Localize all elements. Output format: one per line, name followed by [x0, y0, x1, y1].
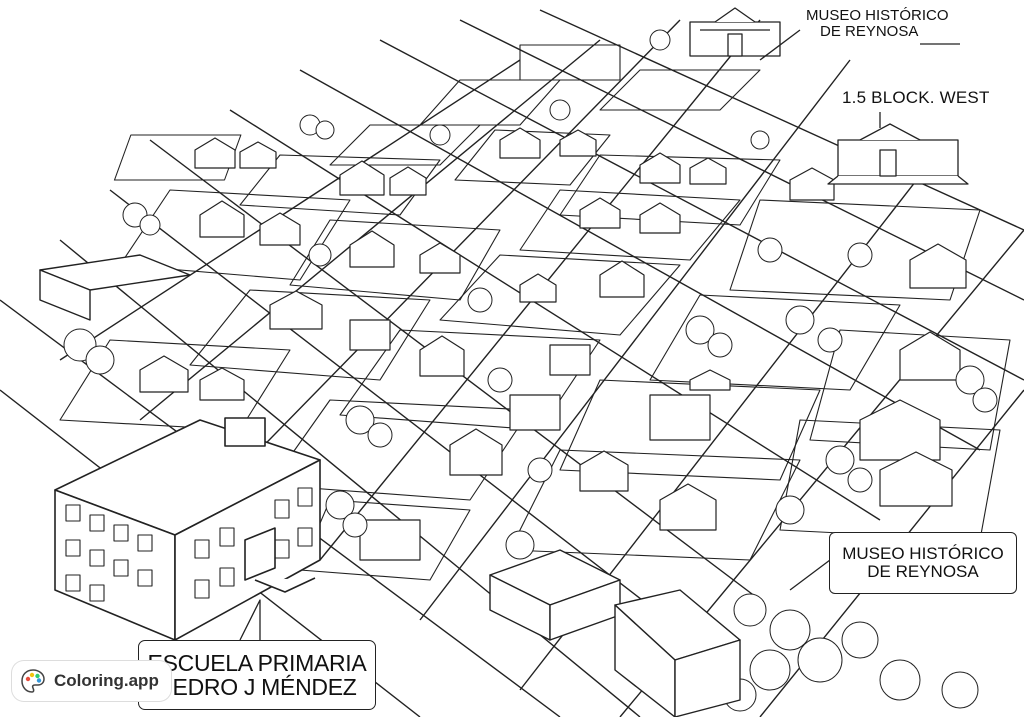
callout-leaders	[239, 29, 960, 641]
palette-icon	[21, 669, 45, 693]
trees	[63, 29, 998, 712]
museum-callout-box: MUSEO HISTÓRICO DE REYNOSA	[829, 532, 1017, 594]
museum-label-top-line1: MUSEO HISTÓRICO	[806, 7, 949, 24]
school-building	[54, 417, 321, 641]
brand-badge[interactable]: Coloring.app	[12, 661, 171, 701]
museum-label-top-line2: DE REYNOSA	[820, 22, 919, 40]
school-line1: ESCUELA PRIMARIA	[147, 649, 367, 676]
block-west-label: 1.5 BLOCK. WEST	[842, 88, 990, 107]
school-line2: PEDRO J MÉNDEZ	[157, 674, 357, 700]
houses	[139, 127, 967, 561]
brand-name: Coloring.app	[54, 671, 159, 690]
school-callout-box: ESCUELA PRIMARIA PEDRO J MÉNDEZ	[138, 640, 376, 710]
museum-building-top	[689, 7, 781, 57]
flat-buildings	[39, 254, 741, 717]
museum-box-line2: DE REYNOSA	[867, 562, 979, 581]
museum-label-top: MUSEO HISTÓRICO DE REYNOSA	[806, 8, 949, 40]
museum-box-line1: MUSEO HISTÓRICO	[842, 544, 1004, 564]
museum-building-right	[827, 123, 969, 185]
